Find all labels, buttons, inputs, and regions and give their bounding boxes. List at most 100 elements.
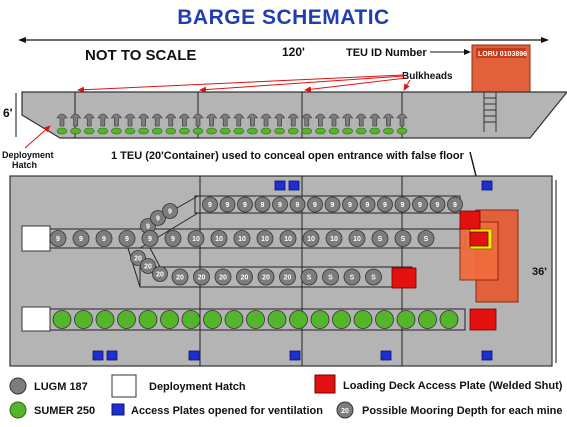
side-sumer-mine: [287, 127, 299, 135]
side-lugm-mine: [274, 113, 286, 127]
side-sumer-mine: [247, 127, 258, 135]
mine-label: 20: [144, 264, 152, 271]
access-plate: [274, 180, 286, 191]
teu-id-label: TEU ID Number: [346, 47, 427, 59]
diagram-title: BARGE SCHEMATIC: [177, 6, 390, 29]
lugm-mine: [236, 268, 253, 286]
sumer-mine: [310, 310, 330, 329]
mine-label: 9: [243, 202, 247, 209]
lugm-mine: [371, 230, 389, 247]
sumer-mine: [224, 310, 244, 329]
side-lugm-mine: [260, 113, 272, 127]
side-sumer-mine: [355, 127, 367, 135]
legend-loading-label: Loading Deck Access Plate (Welded Shut): [343, 380, 563, 392]
bulkhead-arrow-1: [77, 74, 405, 93]
mine-label: 10: [238, 236, 246, 243]
lugm-mine: [118, 230, 136, 247]
ladder-icon: [483, 92, 497, 132]
mine-label: 9: [79, 236, 83, 243]
length-label: 120': [282, 45, 305, 59]
sumer-mine: [375, 310, 394, 329]
mine-label: 9: [171, 236, 175, 243]
side-sumer-mine: [70, 127, 81, 135]
sumer-mine: [117, 310, 136, 329]
legend-lugm-label: LUGM 187: [34, 381, 88, 393]
deployment-hatch-upper: [21, 225, 51, 252]
lugm-mine: [394, 230, 412, 247]
side-sumer-mine: [369, 127, 381, 135]
side-sumer-mine: [192, 127, 204, 135]
side-lugm-mine: [178, 113, 190, 127]
lugm-mine: [193, 268, 210, 286]
side-lugm-mine: [355, 113, 367, 127]
lugm-mine: [140, 258, 156, 274]
lugm-mine: [359, 196, 376, 213]
mine-label: 9: [226, 202, 230, 209]
loading-plate-4: [469, 308, 497, 331]
sumer-mine: [418, 310, 437, 329]
legend-hatch-icon: [111, 374, 137, 398]
lugm-mine: [187, 230, 205, 247]
side-lugm-mine: [219, 113, 231, 127]
lugm-mine: [289, 196, 306, 213]
mine-label: 9: [146, 224, 150, 231]
mine-label: 9: [296, 202, 300, 209]
legend-access-label: Access Plates opened for ventilation: [131, 405, 323, 417]
side-sumer-mine: [179, 127, 190, 135]
side-lugm-mine: [151, 113, 163, 127]
lugm-mine: [171, 268, 189, 286]
sumer-mine: [246, 310, 265, 329]
lugm-mine: [307, 196, 323, 213]
mine-label: 10: [215, 236, 223, 243]
side-lugm-mine: [233, 113, 245, 127]
sumer-mine: [267, 310, 287, 329]
legend: LUGM 187 SUMER 250 Deployment Hatch Acce…: [9, 374, 563, 419]
side-sumer-mine: [83, 127, 95, 135]
container-id-plate: [476, 48, 526, 58]
deployment-label-line2: Hatch: [12, 160, 37, 170]
mine-label: 9: [313, 202, 317, 209]
mine-label: 20: [284, 275, 292, 282]
side-sumer-mine: [328, 127, 340, 135]
mine-label: S: [424, 236, 429, 243]
mine-label: 9: [278, 202, 282, 209]
side-sumer-mine: [219, 127, 231, 135]
side-sumer-mine: [206, 127, 217, 135]
lugm-mine: [164, 230, 182, 247]
lugm-mine: [152, 266, 168, 282]
mine-label: S: [378, 236, 383, 243]
side-lugm-mine: [83, 113, 95, 127]
lugm-mine: [202, 196, 218, 213]
lugm-mine: [324, 196, 341, 213]
mine-label: 20: [241, 275, 249, 282]
lugm-mine: [300, 268, 318, 286]
side-lugm-mine: [314, 113, 326, 127]
lugm-mine: [141, 230, 159, 247]
mine-label: 10: [330, 236, 338, 243]
lugm-mine: [302, 230, 320, 247]
access-plate: [481, 180, 493, 191]
bulkhead-arrow-2: [199, 75, 405, 93]
legend-lugm-icon: [9, 377, 27, 395]
sumer-mine: [396, 310, 416, 329]
sumer-mine: [439, 310, 459, 329]
mine-label: 9: [125, 236, 129, 243]
side-sumer-mine: [260, 127, 272, 135]
mine-label: 9: [168, 209, 172, 216]
lugm-mine: [279, 230, 297, 247]
mine-label: 9: [261, 202, 265, 209]
side-lugm-mine: [192, 113, 204, 127]
lugm-mine: [72, 230, 90, 247]
lugm-mine: [214, 268, 232, 286]
mine-label: 9: [102, 236, 106, 243]
lugm-mine: [365, 268, 382, 286]
side-lugm-mine: [70, 113, 82, 127]
mine-label: 9: [453, 202, 457, 209]
side-lugm-mine: [138, 113, 150, 127]
deployment-label-line1: Deployment: [2, 150, 54, 160]
side-lugm-mine: [165, 113, 177, 127]
side-lugm-mine: [206, 113, 218, 127]
lugm-mine: [256, 230, 274, 247]
lugm-mine: [447, 196, 463, 213]
